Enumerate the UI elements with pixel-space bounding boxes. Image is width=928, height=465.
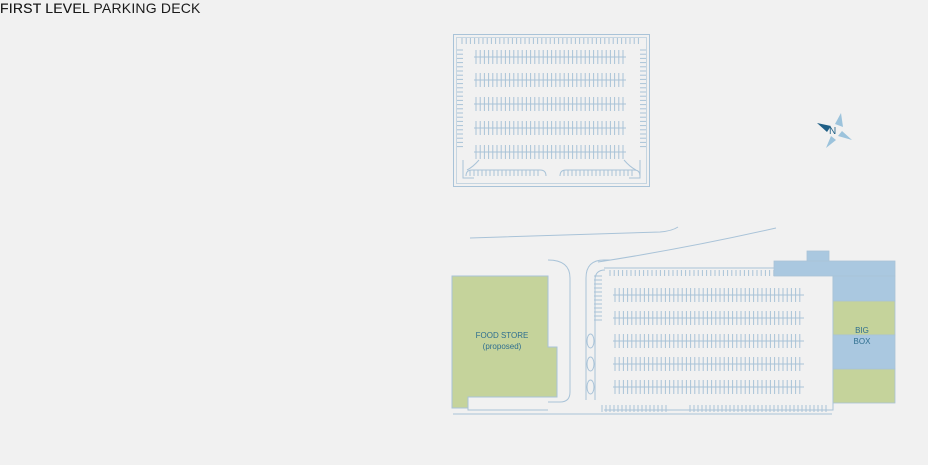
deck-perimeter-stalls (457, 38, 646, 148)
deck-ramp-left (462, 159, 480, 179)
lot-islands (586, 333, 595, 395)
deck-inner-outline (456, 37, 647, 184)
big-box-green-2 (832, 368, 896, 404)
compass-point-light-top (835, 113, 843, 127)
north-arrow: N (817, 113, 852, 148)
road-curb-1 (469, 226, 679, 239)
driveway-right (585, 259, 610, 400)
big-box-upper (832, 275, 896, 302)
food-store: FOOD STORE (proposed) (451, 275, 558, 409)
big-box-label-line2: BOX (854, 337, 872, 346)
lot-left-stall-marks (594, 275, 602, 321)
compass-point-dark (817, 123, 831, 132)
big-box-label-line1: BIG (855, 326, 869, 335)
food-store-building (451, 275, 558, 409)
food-store-label: FOOD STORE (476, 331, 529, 340)
first-level-plan: FOOD STORE (proposed) BIG BOX (451, 226, 896, 415)
lot-bottom-stall-marks (601, 405, 827, 412)
big-box-green-1 (832, 300, 896, 336)
deck-title: FIRST LEVEL PARKING DECK (0, 0, 201, 16)
compass-label: N (829, 126, 836, 137)
deck-outline (453, 34, 650, 187)
lot-island (586, 333, 595, 349)
driveway-curb-inner (594, 269, 606, 400)
lot-island (586, 356, 595, 372)
compass-point-light-right (838, 131, 852, 140)
lot-island (586, 379, 595, 395)
parking-deck (453, 34, 650, 187)
deck-ramp-right (623, 159, 641, 179)
food-store-note: (proposed) (483, 342, 522, 351)
lot-outline (604, 267, 834, 411)
driveway-left (547, 259, 571, 403)
compass-point-light-bottom (826, 136, 836, 148)
main-parking-lot (586, 267, 834, 412)
deck-lower-stall-marks (469, 170, 633, 176)
big-box-top-wing (773, 260, 896, 277)
road-curb-2 (597, 227, 777, 263)
first-level-title: FIRST LEVEL (0, 0, 90, 16)
road-curbs (453, 226, 832, 415)
lot-bottom-curb-2 (467, 400, 548, 411)
deck-stall-rows (474, 50, 626, 159)
big-box: BIG BOX (773, 250, 896, 404)
lot-stall-rows (613, 288, 804, 394)
